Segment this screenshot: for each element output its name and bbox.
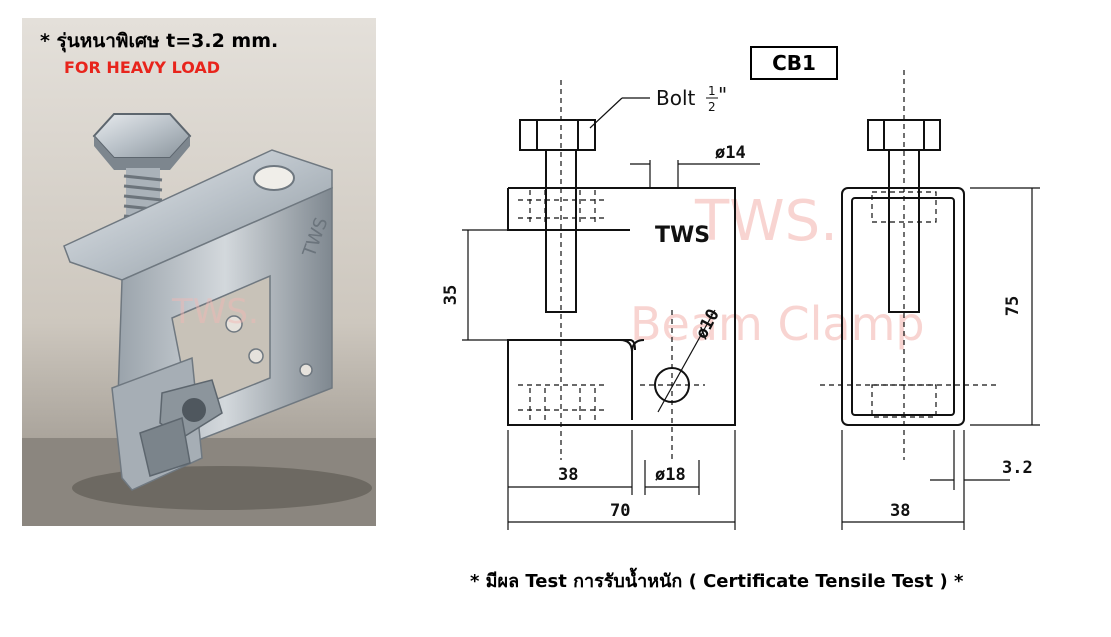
technical-drawing: TWS. Beam Clamp TWS Bolt 1 2 " bbox=[441, 70, 1040, 530]
drawing-watermark-line2: Beam Clamp bbox=[630, 297, 925, 351]
photo-subtitle: FOR HEAVY LOAD bbox=[64, 58, 221, 77]
beam-clamp-photo-illustration: TWS TWS. bbox=[22, 18, 376, 526]
bolt-fraction-den: 2 bbox=[708, 100, 716, 114]
front-view bbox=[507, 119, 736, 426]
clamp-mark-text: TWS bbox=[655, 223, 710, 248]
dim-38-side: 38 bbox=[890, 501, 910, 521]
dim-38-front: 38 bbox=[558, 465, 578, 485]
side-view bbox=[841, 119, 965, 426]
product-code-badge: CB1 bbox=[750, 46, 838, 80]
dim-35: 35 bbox=[441, 285, 461, 305]
dim-75: 75 bbox=[1003, 296, 1023, 316]
dim-3-2: 3.2 bbox=[1002, 458, 1033, 478]
bolt-label: Bolt bbox=[656, 86, 696, 110]
dim-70: 70 bbox=[610, 501, 630, 521]
bolt-inch-mark: " bbox=[718, 83, 727, 107]
photo-title: * รุ่นหนาพิเศษ t=3.2 mm. bbox=[40, 30, 279, 52]
product-photo: TWS TWS. * รุ่นหนาพิเศษ t=3.2 mm. FOR HE… bbox=[22, 18, 376, 526]
dim-phi14: ø14 bbox=[715, 143, 746, 163]
bolt-fraction-num: 1 bbox=[708, 84, 716, 98]
test-certificate-note: * มีผล Test การรับน้ำหนัก ( Certificate … bbox=[470, 571, 964, 592]
dim-phi18: ø18 bbox=[655, 465, 686, 485]
drawing-watermark-line1: TWS. bbox=[694, 189, 838, 254]
photo-watermark: TWS. bbox=[171, 292, 259, 332]
